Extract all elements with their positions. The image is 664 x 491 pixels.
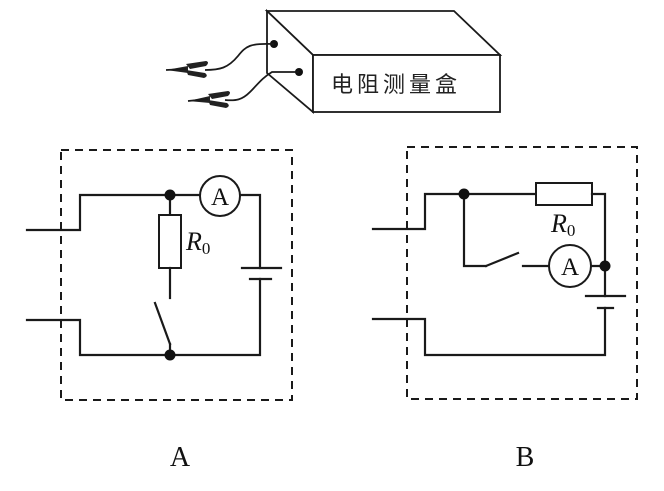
circuit-b-ammeter-symbol: A <box>561 254 579 281</box>
lead-wire-2 <box>224 71 299 102</box>
circuit-a-input-terminal-bottom <box>25 318 172 357</box>
circuit-b-resistor-label: R0 <box>550 209 575 240</box>
circuit-a-wire <box>238 193 262 270</box>
circuit-b-input-terminal-bottom <box>371 306 607 357</box>
circuit-a-caption: A <box>170 442 191 473</box>
circuit-b-ammeter <box>548 244 592 288</box>
circuit-a-input-terminal-top <box>25 193 172 232</box>
circuit-a: A R0 A <box>25 149 293 473</box>
circuit-b-boundary <box>406 146 638 400</box>
resistance-measuring-box: 电阻测量盒 <box>165 8 503 114</box>
circuit-b-switch <box>484 251 520 268</box>
circuit-b: A R0 B <box>371 146 638 473</box>
circuit-a-boundary <box>60 149 293 401</box>
circuit-a-resistor-r0 <box>158 214 182 269</box>
circuit-b-resistor-r0 <box>535 182 593 206</box>
circuit-a-resistor-label: R0 <box>185 227 210 258</box>
circuit-b-wire <box>462 192 488 268</box>
circuit-b-input-terminal-top <box>371 192 466 231</box>
box-label: 电阻测量盒 <box>331 73 461 98</box>
circuit-b-caption: B <box>516 442 535 473</box>
circuit-a-ammeter <box>199 175 241 217</box>
circuit-b-junction-right <box>599 260 611 272</box>
alligator-clip-1-icon <box>165 61 208 78</box>
circuit-a-junction-bottom <box>164 349 176 361</box>
circuit-a-wire <box>168 277 262 357</box>
circuit-b-junction-left <box>458 188 470 200</box>
circuit-a-junction-top <box>164 189 176 201</box>
circuit-b-wire <box>590 192 607 298</box>
circuit-a-ammeter-symbol: A <box>211 184 229 211</box>
lead-wire-1 <box>204 42 275 71</box>
box-front-face <box>312 54 501 113</box>
circuit-a-switch <box>153 301 172 346</box>
alligator-clip-2-icon <box>187 91 230 108</box>
